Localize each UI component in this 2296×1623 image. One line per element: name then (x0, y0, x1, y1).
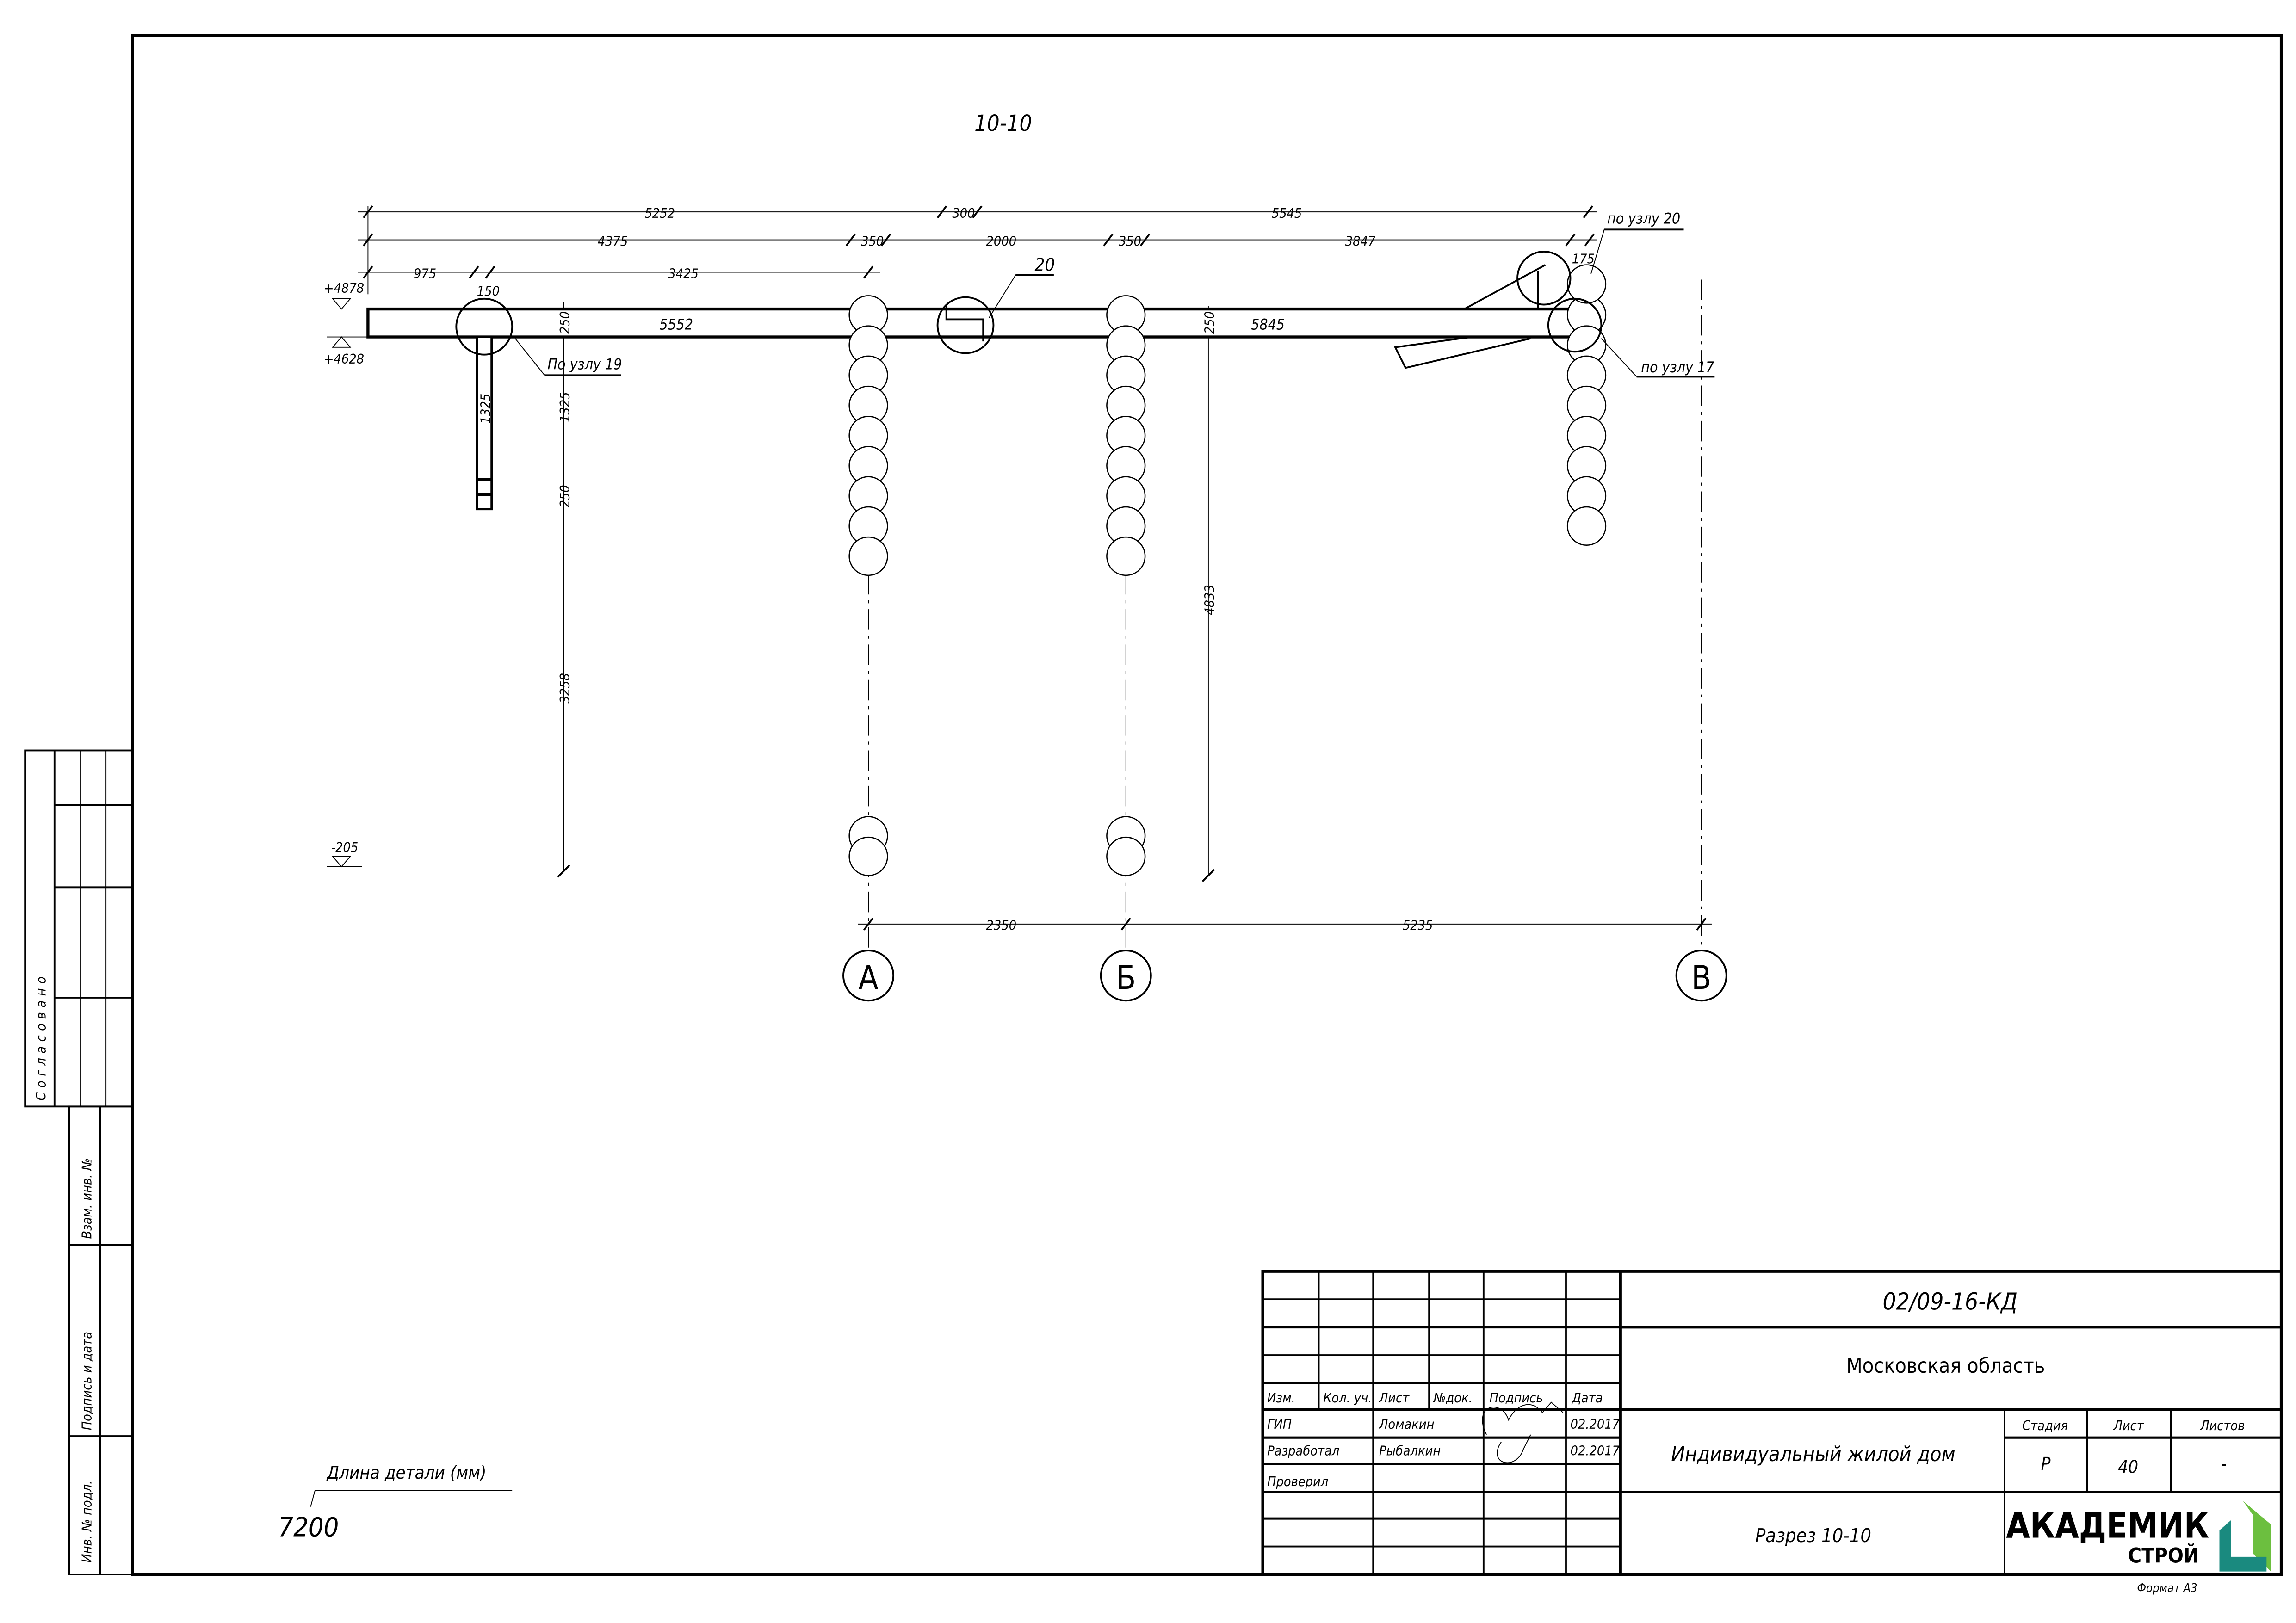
header-list: Лист (1379, 1390, 1410, 1406)
callout-mark-20: 20 (1035, 255, 1055, 275)
agreed-label: Согласовано (33, 972, 49, 1101)
log (1106, 536, 1146, 576)
role-gip: ГИП (1267, 1416, 1292, 1432)
role-checker: Проверил (1267, 1474, 1328, 1489)
date-developer: 02.2017 (1571, 1443, 1620, 1458)
dim-175: 175 (1572, 251, 1595, 266)
region: Московская область (1846, 1354, 2045, 1378)
level-bottom: +4628 (324, 351, 364, 367)
axis-marker-b (1100, 950, 1152, 1002)
beam-left-length: 5552 (659, 316, 693, 333)
inv-orig-label: Инв. № подл. (79, 1481, 94, 1563)
sheets-value: - (2221, 1454, 2227, 1475)
dim-5235: 5235 (1403, 918, 1433, 933)
part-length-label: Длина детали (мм) (326, 1463, 486, 1483)
dim-1325: 1325 (477, 394, 493, 424)
axis-markers: А Б В (842, 950, 1727, 1002)
dim-4833: 4833 (1202, 585, 1218, 615)
object-name: Индивидуальный жилой дом (1671, 1442, 1956, 1466)
sheets-label: Листов (2200, 1418, 2245, 1433)
log (848, 836, 888, 876)
stage-label: Стадия (2022, 1418, 2068, 1433)
header-ndoc: №док. (1433, 1390, 1473, 1406)
dim-250: 250 (1202, 311, 1218, 334)
axis-lines (868, 279, 1702, 949)
sheet-value: 40 (2118, 1457, 2138, 1478)
callout-node-20: по узлу 20 (1607, 210, 1680, 228)
section-title: 10-10 (974, 111, 1032, 136)
format-label: Формат А3 (2137, 1581, 2197, 1595)
sheet-title: Разрез 10-10 (1755, 1524, 1871, 1547)
dim-975: 975 (414, 265, 436, 281)
strut (1394, 264, 1546, 369)
dim-5252: 5252 (644, 205, 675, 221)
dim-150: 150 (477, 283, 500, 299)
dim-3258: 3258 (557, 673, 573, 704)
name-lomakin: Ломакин (1379, 1416, 1434, 1432)
axis-marker-a (842, 950, 895, 1002)
title-block: Изм. Кол. уч. Лист №док. Подпись Дата ГИ… (1261, 1270, 2283, 1576)
sheet-frame (131, 34, 2283, 1576)
role-developer: Разработал (1267, 1443, 1339, 1458)
level-floor: -205 (331, 839, 358, 855)
callout-node-17: по узлу 17 (1641, 358, 1714, 376)
doc-code: 02/09-16-КД (1883, 1288, 2018, 1315)
sign-date-label: Подпись и дата (79, 1332, 94, 1430)
dim-5545: 5545 (1272, 205, 1302, 221)
log (1566, 506, 1607, 546)
beam-right-length: 5845 (1251, 316, 1285, 333)
detail-circles (455, 228, 1715, 378)
dim-250: 250 (557, 311, 573, 334)
post (476, 336, 493, 511)
inv-replace-label: Взам. инв. № (79, 1158, 94, 1239)
left-strip: Согласовано Взам. инв. № Подпись и дата … (24, 749, 134, 1575)
dimension-texts: 5252 300 5545 4375 350 2000 350 3847 975… (414, 205, 1595, 933)
axis-label-a: А (859, 959, 879, 997)
axis-marker-v (1675, 950, 1727, 1002)
stage-value: Р (2041, 1454, 2051, 1475)
axis-label-b: Б (1116, 959, 1136, 997)
part-length-value: 7200 (278, 1512, 339, 1543)
sheet-label: Лист (2113, 1418, 2144, 1433)
log-walls (848, 264, 1607, 876)
dim-3847: 3847 (1345, 233, 1376, 249)
dim-2350: 2350 (986, 918, 1017, 933)
name-rybalkin: Рыбалкин (1379, 1443, 1441, 1458)
header-date: Дата (1572, 1390, 1603, 1406)
signature (1482, 1401, 1564, 1463)
dim-250: 250 (557, 485, 573, 507)
header-signature: Подпись (1490, 1390, 1543, 1406)
dimension-lines (358, 205, 1712, 931)
axis-label-v: В (1691, 959, 1711, 997)
dim-2000: 2000 (986, 233, 1017, 249)
logo-sub-text: СТРОЙ (2128, 1543, 2199, 1568)
log (848, 536, 888, 576)
company-logo: АКАДЕМИК СТРОЙ (2006, 1500, 2271, 1572)
dim-3425: 3425 (668, 265, 699, 281)
dim-350: 350 (1119, 233, 1141, 249)
callout-node-19: По узлу 19 (548, 356, 622, 373)
dim-4375: 4375 (598, 233, 628, 249)
date-gip: 02.2017 (1571, 1416, 1620, 1432)
level-marks: +4878 +4628 -205 (324, 280, 368, 868)
header-kol-uch: Кол. уч. (1323, 1390, 1372, 1406)
log (1566, 264, 1607, 304)
header-izm: Изм. (1267, 1390, 1295, 1406)
level-top: +4878 (324, 280, 364, 296)
dim-300: 300 (952, 205, 975, 221)
dim-350: 350 (861, 233, 884, 249)
dim-1325: 1325 (557, 392, 573, 423)
beam (366, 307, 1577, 339)
beam-labels: 5552 5845 250 250 1325 (477, 311, 1285, 424)
log (1106, 836, 1146, 876)
logo-main-text: АКАДЕМИК (2006, 1505, 2209, 1546)
